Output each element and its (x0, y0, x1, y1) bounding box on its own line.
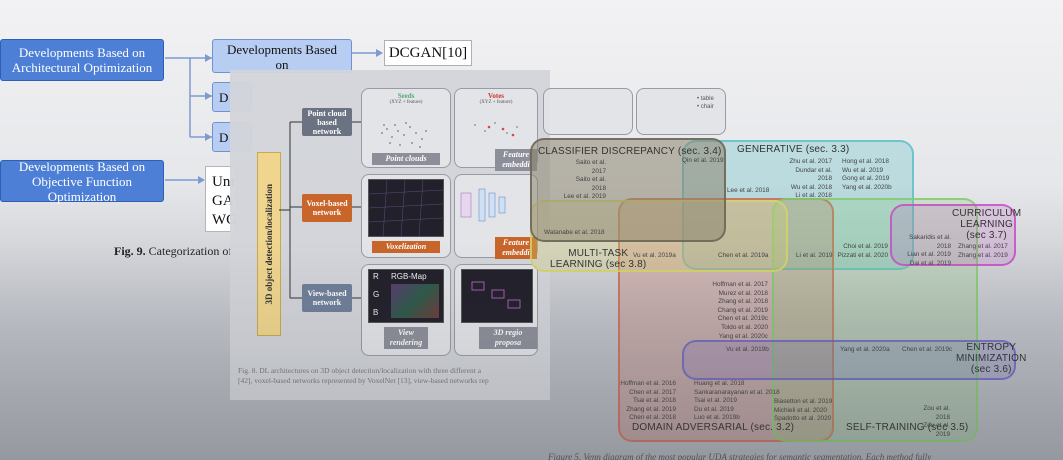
authors-qin: Qin et al. 2019 (682, 157, 724, 164)
venn-caption: Figure 5. Venn diagram of the most popul… (548, 452, 932, 460)
authors-watanabe: Watanabe et al. 2018 (544, 229, 605, 236)
view-rendering-label: View rendering (384, 327, 428, 349)
authors-yang-2020a: Yang et al. 2020a (840, 346, 890, 353)
feature-network-sketch (460, 188, 506, 222)
voxelization-label: Voxelization (372, 241, 440, 253)
convolutional-label: Developments Based on Convolutional (226, 42, 338, 72)
rgb-map-label: RGB-Map (391, 272, 427, 281)
detection-node-voxel-label: Voxel-based network (306, 199, 348, 217)
feature-embedding-label-1: Feature embeddi (495, 149, 537, 171)
view-rendering-panel: RGB-Map R G B View rendering (361, 264, 451, 356)
voxel-image (368, 179, 444, 237)
feature-embedding-label-2: Feature embeddi (495, 237, 537, 259)
authors-classifier: Saito et al. 2017 Saito et al. 2018 Lee … (563, 159, 606, 201)
authors-vu-2019b: Vu et al. 2019b (726, 346, 769, 353)
title-classifier-discrepancy: CLASSIFIER DISCREPANCY (sec. 3.4) (538, 146, 722, 157)
gan-caption-text: Categorization of (148, 244, 233, 258)
region-proposal-boxes (471, 281, 521, 309)
arch-optimization-box: Developments Based on Architectural Opti… (0, 39, 164, 81)
convolutional-box: Developments Based on Convolutional (212, 39, 352, 73)
authors-generative-a: Zhu et al. 2017 Dundar et al. 2018 Wu et… (789, 158, 832, 200)
authors-chen-2019c: Chen et al. 2019c (902, 346, 953, 353)
detection-caption: Fig. 8. DL architectures on 3D object de… (238, 366, 543, 386)
detection-node-view: View-based network (302, 284, 352, 312)
rgb-map-image: RGB-Map R G B (368, 269, 444, 323)
authors-curriculum-b: Zhang et al. 2017 Zhang et al. 2019 (958, 243, 1008, 259)
detection-node-voxel: Voxel-based network (302, 194, 352, 222)
detection-node-point-cloud-label: Point cloud based network (307, 108, 347, 136)
dcgan-box: DCGAN[10] (384, 40, 472, 66)
point-cloud-scatter (381, 122, 427, 148)
authors-adversarial-mid: Hoffman et al. 2017 Murez et al. 2018 Zh… (712, 281, 768, 340)
objective-list-item-1: Unr (212, 174, 236, 190)
arch-optimization-label: Developments Based on Architectural Opti… (11, 45, 153, 75)
authors-adversarial-left: Hoffman et al. 2016 Chen et al. 2017 Tsa… (620, 380, 676, 422)
voxel-grid-lines (368, 179, 444, 237)
rgb-letter-r: R (373, 272, 379, 281)
hidden-box-1-label: D (219, 89, 229, 105)
votes-subtitle: (XYZ + feature) (479, 100, 513, 105)
title-self-training: SELF-TRAINING (sec 3.5) (846, 422, 969, 433)
detection-connectors (279, 121, 361, 299)
votes-title: Votes (487, 92, 505, 100)
uda-venn-diagram: CLASSIFIER DISCREPANCY (sec. 3.4) GENERA… (520, 128, 1063, 460)
gan-caption-prefix: Fig. 9. (114, 244, 146, 258)
title-multi-task: MULTI-TASK LEARNING (sec 3.8) (550, 248, 647, 270)
authors-generative-b: Hong et al. 2018 Wu et al. 2019 Gong et … (842, 158, 892, 191)
title-domain-adversarial: DOMAIN ADVERSARIAL (sec. 3.2) (632, 422, 795, 433)
hidden-box-2-label: D (219, 129, 229, 145)
authors-self-training-right: Zou et al. 2018 Zou et al. 2019 (923, 405, 950, 438)
region-proposal-panel: 3D regio proposa (454, 264, 538, 356)
detection-caption-line-2: [42], voxel-based networks represented b… (238, 376, 489, 385)
detection-caption-line-1: Fig. 8. DL architectures on 3D object de… (238, 366, 482, 375)
legend-chair: • chair (697, 104, 714, 110)
detection-vertical-bar: 3D object detection/localization (257, 152, 281, 336)
seeds-subtitle: (XYZ + feature) (389, 100, 423, 105)
detection-figure: 3D object detection/localization Point c… (230, 70, 550, 400)
votes-scatter (474, 122, 518, 137)
dcgan-label: DCGAN[10] (388, 44, 468, 61)
authors-vu-2019a: Vu et al. 2019a (633, 252, 676, 259)
table-chair-legend: • table • chair (697, 95, 714, 111)
authors-chen-2019a: Chen et al. 2019a (718, 252, 769, 259)
voxel-panel: Voxelization (361, 174, 451, 258)
authors-adversarial-right: Huang et al. 2018 Sankaranarayanan et al… (694, 380, 780, 422)
gan-taxonomy-figure: Developments Based on Architectural Opti… (0, 0, 560, 280)
gan-figure-caption: Fig. 9. Categorization of (114, 244, 232, 259)
region-entropy (682, 340, 1016, 380)
authors-choi-pizzati: Choi et al. 2019 Pizzati et al. 2020 (837, 243, 888, 259)
region-proposal-label: 3D regio proposa (479, 327, 537, 349)
objective-optimization-box: Developments Based on Objective Function… (0, 158, 164, 204)
legend-table: • table (697, 96, 714, 102)
detection-node-point-cloud: Point cloud based network (302, 108, 352, 136)
backdrop-panel-1 (543, 88, 633, 135)
seeds-title: Seeds (397, 92, 415, 100)
rgb-letter-g: G (373, 290, 380, 299)
region-self-training (772, 198, 978, 442)
title-generative: GENERATIVE (sec. 3.3) (737, 144, 850, 155)
feature-embedding-panel-2: Feature embeddi (454, 174, 538, 259)
authors-li-2019: Li et al. 2019 (796, 252, 833, 259)
region-proposal-image (461, 269, 533, 323)
region-curriculum (890, 204, 1016, 266)
title-entropy: ENTROPY MINIMIZATION (sec 3.6) (956, 342, 1027, 375)
rgb-map-thumbnail (391, 284, 439, 318)
point-cloud-panel: Seeds (XYZ + feature) Point clouds (361, 88, 451, 168)
feature-embedding-panel-1: Votes (XYZ + feature) Feature embeddi (454, 88, 538, 171)
objective-list-item-2: GA (212, 193, 234, 209)
point-clouds-label: Point clouds (372, 153, 440, 165)
region-classifier-discrepancy (530, 138, 726, 242)
objective-optimization-label: Developments Based on Objective Function… (18, 158, 146, 204)
authors-curriculum-a: Sakaridis et al. 2018 Lian et al. 2019 D… (907, 234, 951, 267)
authors-lee-2018: Lee et al. 2018 (727, 187, 770, 194)
title-curriculum: CURRICULUM LEARNING (sec 3.7) (952, 208, 1022, 241)
backdrop-panel-2: • table • chair (636, 88, 726, 135)
authors-self-training-mid: Biasetton et al. 2019 Michieli et al. 20… (774, 398, 833, 423)
gan-connectors (165, 49, 383, 184)
detection-node-view-label: View-based network (307, 289, 347, 307)
rgb-letter-b: B (373, 308, 379, 317)
